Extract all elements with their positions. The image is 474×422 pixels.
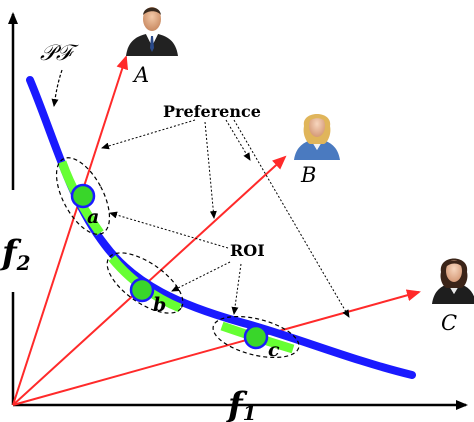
roi-label: ROI (230, 241, 265, 260)
businessman-icon (126, 7, 178, 56)
roi-point-a-label: a (87, 206, 99, 228)
pareto-front-label: 𝒫ℱ (40, 41, 80, 66)
businesswoman-icon (294, 114, 340, 160)
roi-pointer-b (171, 261, 231, 292)
preference-ray-a (12, 55, 129, 406)
roi-ellipse-c (212, 315, 300, 359)
pareto-front-pointer (51, 69, 63, 107)
roi-point-c-label: c (268, 339, 280, 361)
axis-label-gap (0, 190, 26, 292)
roi-point-b-label: b (153, 294, 166, 316)
roi-point-a-marker (70, 183, 96, 209)
roi-pointer-c (231, 263, 242, 315)
dm-c-label: C (441, 311, 457, 335)
roi-point-b-marker (129, 277, 155, 303)
businesswoman-dark-icon (432, 258, 474, 304)
preference-label: Preference (163, 102, 261, 121)
roi-pointer-a (109, 211, 229, 249)
f2-axis-label: f2 (0, 233, 31, 275)
preference-pointer-b2 (225, 119, 251, 161)
preference-pointer-b1 (204, 121, 217, 219)
roi-ellipse-b (106, 252, 184, 314)
dm-a-label: A (132, 63, 149, 87)
f1-axis-label: f1 (226, 385, 257, 422)
preference-ray-c (12, 289, 421, 406)
preference-pointer-a (101, 119, 196, 150)
dm-b-label: B (300, 163, 316, 187)
roi-point-c-marker (243, 324, 269, 350)
roi-ellipse-a (55, 157, 111, 235)
